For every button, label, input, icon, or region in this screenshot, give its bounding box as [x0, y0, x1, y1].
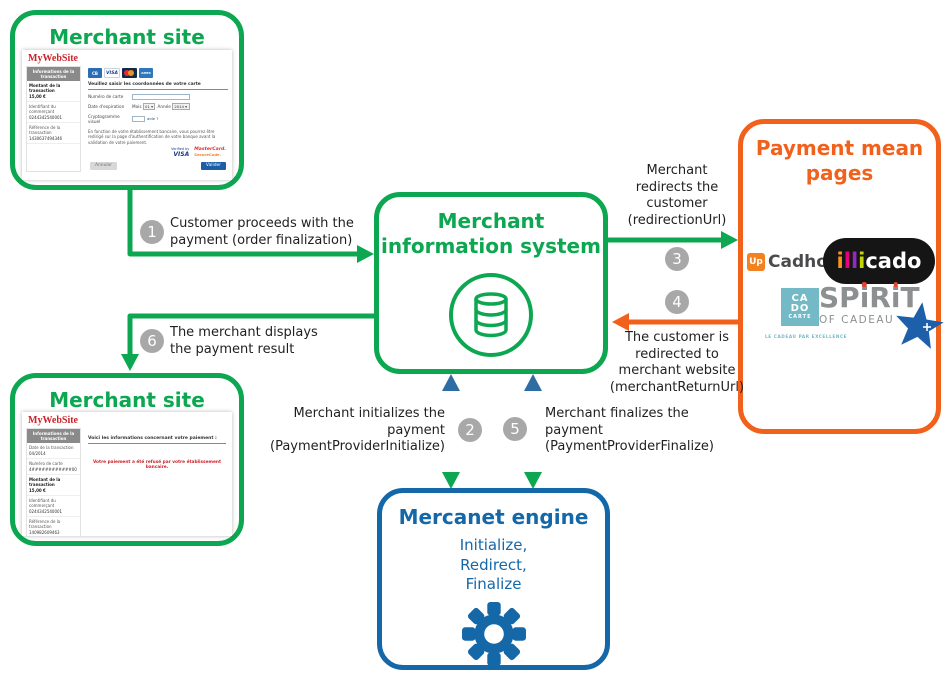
- cadhoc-logo: Up Cadhoc: [747, 252, 838, 272]
- cvv-input: [132, 115, 145, 122]
- step-3-label: Merchant redirects the customer (redirec…: [627, 163, 727, 228]
- star-icon: [896, 302, 944, 349]
- step-3-badge: 3: [665, 247, 689, 271]
- cvv-help-link: aide ?: [147, 116, 159, 121]
- sidebar-item: Montant de la transaction 15,00 €: [27, 81, 80, 102]
- mastercard-logo: [122, 68, 137, 78]
- sidebar-item: Identifiant du commerçant 0244342540001: [27, 102, 80, 123]
- mywebsite-logo: MyWebSite: [28, 53, 78, 64]
- year-select: 2014 ▾: [171, 103, 190, 110]
- transaction-info-sidebar: Informations de la transaction Montant d…: [26, 66, 81, 172]
- payment-form-screenshot: MyWebSite Informations de la transaction…: [22, 50, 232, 180]
- bank-redirect-note: En fonction de votre établissement banca…: [88, 128, 216, 145]
- gear-icon: [461, 601, 526, 666]
- sidebar-item: Référence de la transaction 140982609463: [27, 517, 80, 536]
- step6-arrow-line: [127, 313, 376, 356]
- step-6-badge: 6: [140, 329, 164, 353]
- spirit-of-cadeau-logo: SPiRiT OF CADEAU: [819, 284, 944, 349]
- step-5-badge: 5: [503, 417, 527, 441]
- database-icon: [449, 273, 533, 357]
- sidebar-header: Informations de la transaction: [27, 67, 80, 81]
- card-brand-logos: CB VISA AMEX: [88, 68, 228, 78]
- card-number-input: [132, 93, 190, 100]
- step-6-label: The merchant displays the payment result: [170, 325, 318, 357]
- payment-info-heading: Voici les informations concernant votre …: [88, 436, 226, 444]
- amex-logo: AMEX: [139, 68, 153, 78]
- mercanet-engine-subtitle: Initialize, Redirect, Finalize: [459, 536, 528, 593]
- sidebar-item: Identifiant du commerçant 0244342540001: [27, 496, 80, 517]
- year-label: Année: [157, 104, 171, 109]
- cvv-label: Cryptogramme visuel: [88, 113, 120, 124]
- cado-tagline: LE CADEAU PAR EXCELLENCE: [765, 334, 848, 339]
- step-1-label: Customer proceeds with the payment (orde…: [170, 216, 354, 248]
- step-1-badge: 1: [140, 220, 164, 244]
- up-logo: Up: [747, 253, 765, 271]
- month-select: 01 ▾: [142, 103, 156, 110]
- step-5-label: Merchant finalizes the payment (PaymentP…: [545, 406, 714, 455]
- merchant-site-top-title: Merchant site: [49, 25, 205, 49]
- month-label: Mois: [132, 104, 142, 109]
- merchant-site-bottom-title: Merchant site: [49, 388, 205, 412]
- step4-arrowhead: [612, 313, 629, 331]
- transaction-info-sidebar: Informations de la transaction Date de l…: [26, 428, 81, 536]
- merchant-information-system-box: Merchant information system: [374, 192, 608, 374]
- securecode-logo: MasterCard. SecureCode.: [194, 147, 226, 157]
- step2-down-arrowhead: [442, 472, 460, 489]
- step1-arrow-line: [127, 190, 360, 257]
- payment-result-screenshot: MyWebSite Informations de la transaction…: [22, 412, 232, 536]
- payment-mean-pages-title: Payment mean pages: [755, 136, 924, 185]
- step-2-label: Merchant initializes the payment (Paymen…: [270, 406, 445, 455]
- annuler-button: Annuler: [90, 161, 118, 170]
- cado-carte-logo: CA DO CARTE LE CADEAU PAR EXCELLENCE: [765, 288, 848, 339]
- mercanet-engine-box: Mercanet engine Initialize, Redirect, Fi…: [377, 488, 610, 670]
- cb-logo: CB: [88, 68, 102, 78]
- step5-down-arrowhead: [524, 472, 542, 489]
- mercanet-engine-title: Mercanet engine: [398, 505, 589, 529]
- valider-button: Valider: [200, 161, 226, 170]
- step2-up-arrowhead: [442, 374, 460, 391]
- merchant-information-system-title: Merchant information system: [381, 209, 601, 258]
- step5-up-arrowhead: [524, 374, 542, 391]
- sidebar-item: Référence de la transaction 143063749434…: [27, 123, 80, 144]
- expiry-label: Date d'expiration: [88, 104, 125, 109]
- payment-refused-message: Votre paiement a été refusé par votre ét…: [92, 460, 222, 470]
- mywebsite-logo: MyWebSite: [28, 415, 78, 426]
- card-number-label: Numéro de carte: [88, 94, 124, 99]
- sidebar-item: Numéro de carte 4############00: [27, 459, 80, 475]
- step-2-badge: 2: [458, 418, 482, 442]
- sidebar-header: Informations de la transaction: [27, 429, 80, 443]
- card-form-title: Veuillez saisir les coordonnées de votre…: [88, 82, 228, 90]
- step6-arrowhead: [121, 354, 139, 371]
- visa-logo: VISA: [104, 68, 120, 78]
- sidebar-item: Date de la transaction 04/2014: [27, 443, 80, 459]
- step1-arrowhead: [357, 245, 374, 263]
- verified-by-visa-logo: Verified by VISA: [171, 147, 190, 158]
- step-4-label: The customer is redirected to merchant w…: [609, 330, 745, 395]
- step3-arrowhead: [721, 231, 738, 249]
- step-4-badge: 4: [665, 290, 689, 314]
- sidebar-item: Montant de la transaction 15,00 €: [27, 475, 80, 496]
